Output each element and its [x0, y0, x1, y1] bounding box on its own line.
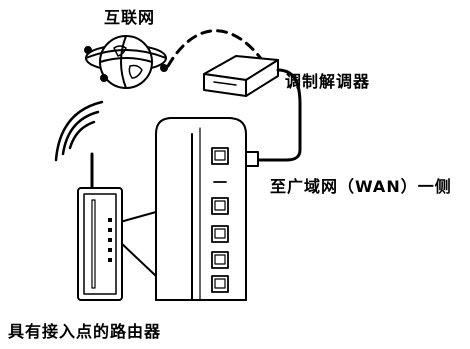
router-ports: [211, 147, 229, 293]
internet-modem-link: [166, 29, 264, 68]
globe-network-icon: [84, 35, 168, 89]
wan-side-label: 至广域网（WAN）一侧: [270, 177, 452, 196]
wan-cable: [256, 68, 302, 162]
wifi-signal-icon: [54, 100, 104, 162]
router-label: 具有接入点的路由器: [8, 322, 162, 341]
internet-label: 互联网: [104, 8, 156, 27]
wireless-router-icon: [77, 152, 123, 301]
modem-icon: [203, 55, 279, 97]
callout-lines: [119, 211, 157, 277]
router-side-panel: [155, 117, 247, 301]
modem-label: 调制解调器: [285, 72, 371, 91]
